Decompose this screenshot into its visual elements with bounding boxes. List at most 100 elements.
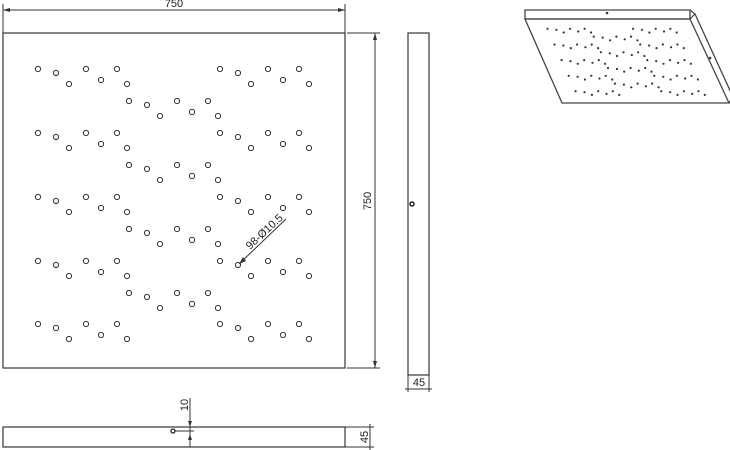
iso-hole [592,35,595,38]
hole [156,240,164,248]
iso-hole [657,86,660,89]
hole [52,69,60,77]
iso-hole [676,93,679,96]
hole [156,304,164,312]
iso-hole [669,91,672,94]
hole [173,161,181,169]
iso-hole [560,59,563,62]
iso-hole [597,47,600,50]
hole [305,144,313,152]
iso-hole [616,54,619,58]
iso-top-edge [524,9,691,20]
hole [34,257,42,265]
hole [113,129,121,137]
hole [123,335,131,343]
hole [123,80,131,88]
panel-outline [2,32,346,369]
bottom-thickness-label: 45 [359,431,371,443]
hole [97,268,105,276]
iso-hole [590,74,593,77]
iso-hole [611,90,614,93]
iso-hole [567,74,570,77]
hole [113,257,121,265]
hole [173,97,181,105]
hole [247,80,255,88]
hole [113,193,121,201]
iso-hole [682,47,685,50]
iso-hole [574,90,577,93]
hole [113,320,121,328]
offset-label: 10 [179,399,191,411]
iso-hole [583,91,586,94]
iso-hole [639,43,642,46]
hole [65,80,73,88]
hole [123,272,131,280]
iso-hole [669,27,672,30]
hole-pattern [34,65,313,343]
iso-hole [553,43,556,46]
iso-hole [646,59,649,62]
hole [214,240,222,248]
iso-hole [583,59,586,62]
hole [34,129,42,137]
hole [264,65,272,73]
hole [143,101,151,109]
hole [188,300,196,308]
iso-hole [668,59,672,62]
hole [143,165,151,173]
bottom-view: 10 45 [2,398,374,450]
hole [305,335,313,343]
iso-hole [597,90,600,93]
hole [234,69,242,77]
hole [305,208,313,216]
iso-hole [629,35,633,38]
hole [34,320,42,328]
hole [156,176,164,184]
iso-hole [598,77,601,80]
hole [188,236,196,244]
iso-hole [676,43,679,46]
hole [305,80,313,88]
hole [295,129,303,137]
iso-hole [689,62,692,65]
hole [216,129,224,137]
iso-hole [623,38,626,41]
iso-hole [622,51,625,54]
hole [82,257,90,265]
hole [214,176,222,184]
hole [82,65,90,73]
iso-hole [615,35,618,38]
hole [295,320,303,328]
iso-hole [637,69,640,72]
iso-hole [591,61,594,64]
height-dimension: 750 [347,32,380,369]
hole [143,229,151,237]
iso-hole [589,31,593,34]
hole [234,324,242,332]
iso-hole [670,46,673,49]
side-outline [407,32,430,376]
hole [234,261,242,269]
hole [216,257,224,265]
hole [125,289,133,297]
hole [216,65,224,73]
width-dimension: 750 [2,0,346,33]
hole [97,331,105,339]
iso-hole [569,47,572,50]
hole [52,261,60,269]
height-label: 750 [362,192,374,210]
iso-hole [605,92,608,95]
hole [125,225,133,233]
hole [82,129,90,137]
iso-hole [655,47,658,50]
hole [97,76,105,84]
side-thickness-label: 45 [413,377,425,389]
hole [123,144,131,152]
hole [65,208,73,216]
iso-hole-pattern [546,27,706,96]
iso-hole [654,27,657,30]
hole [156,112,164,120]
hole [234,133,242,141]
iso-hole [648,44,651,47]
iso-hole [661,43,664,46]
